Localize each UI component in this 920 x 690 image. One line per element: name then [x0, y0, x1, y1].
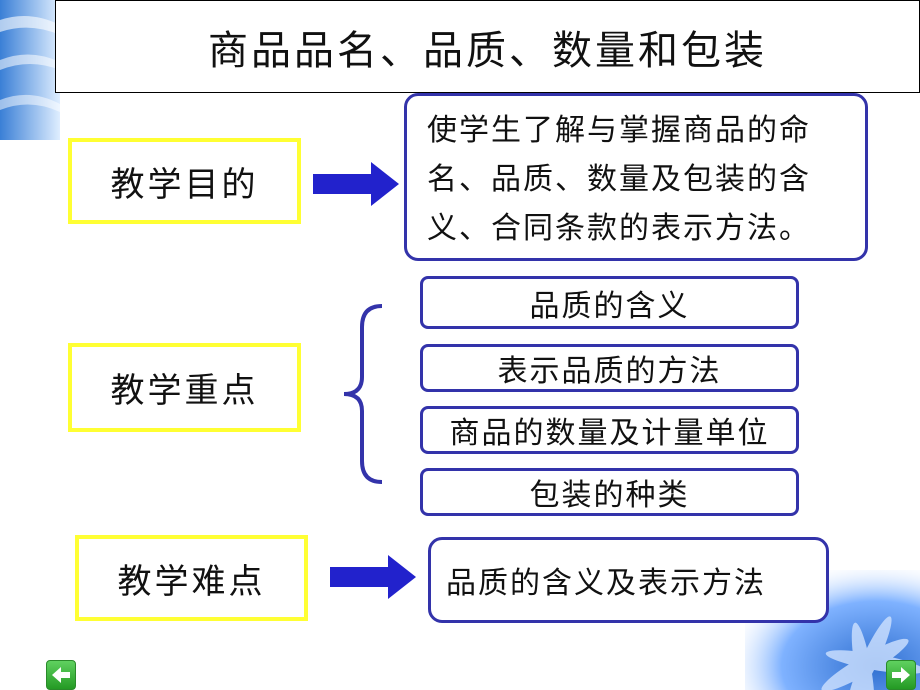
prev-slide-button[interactable]: [46, 660, 76, 690]
key-points-label: 教学重点: [68, 343, 301, 432]
objective-text-box: 使学生了解与掌握商品的命名、品质、数量及包装的含义、合同条款的表示方法。: [404, 93, 868, 261]
difficulty-text-box: 品质的含义及表示方法: [428, 537, 829, 623]
arrow-right-icon: [313, 162, 399, 206]
key-point-item: 表示品质的方法: [420, 344, 799, 392]
key-point-item: 品质的含义: [420, 276, 799, 329]
difficulty-label: 教学难点: [75, 535, 308, 621]
key-point-item: 商品的数量及计量单位: [420, 406, 799, 454]
key-point-item: 包装的种类: [420, 468, 799, 516]
page-title: 商品品名、品质、数量和包装: [55, 0, 920, 93]
decorative-wave-image: [0, 0, 60, 140]
left-arrow-icon: [52, 667, 70, 683]
right-arrow-icon: [892, 667, 910, 683]
curly-brace-icon: [343, 304, 383, 484]
objective-label: 教学目的: [68, 138, 301, 224]
arrow-right-icon: [330, 555, 416, 599]
next-slide-button[interactable]: [886, 660, 916, 690]
